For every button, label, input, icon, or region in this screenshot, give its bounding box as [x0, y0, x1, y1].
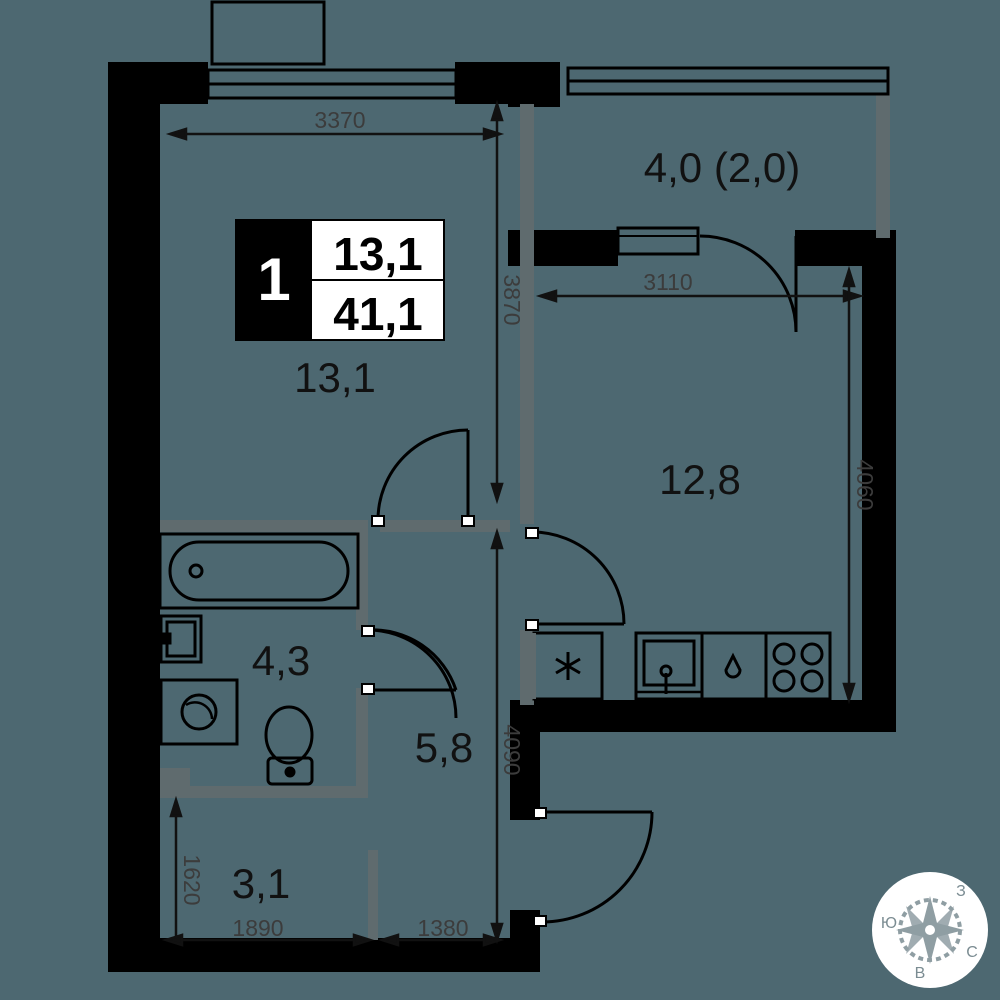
room-label-entry: 3,1 [232, 860, 290, 907]
toilet [264, 705, 314, 786]
compass-label-east: В [915, 965, 926, 982]
door-balcony [699, 234, 798, 333]
dim-top-3370: 3370 [314, 107, 365, 133]
window-living-room [206, 0, 458, 100]
bathtub [158, 532, 360, 610]
dim-bottom-1890: 1890 [232, 915, 283, 941]
compass-label-north: С [966, 944, 978, 961]
door-bathroom [361, 625, 458, 719]
badge-rooms-count: 1 [257, 246, 290, 313]
room-label-balcony: 4,0 (2,0) [644, 144, 800, 191]
summary-badge: 1 13,1 41,1 [235, 219, 445, 341]
dim-right-4060: 4060 [852, 459, 878, 510]
compass-rose: З С В Ю [872, 872, 988, 988]
compass-label-south: Ю [881, 915, 897, 932]
door-entry [533, 807, 654, 927]
compass-label-west: З [956, 883, 966, 900]
dim-right-3110: 3110 [643, 269, 692, 295]
droplet-icon [724, 652, 742, 679]
room-label-living-room: 13,1 [294, 354, 376, 401]
dim-bottom-1380: 1380 [417, 915, 468, 941]
dim-left-1620: 1620 [179, 854, 205, 905]
dimension-lines [161, 99, 865, 947]
badge-total-area: 41,1 [333, 288, 423, 340]
door-living-room [371, 428, 475, 527]
badge-living-area: 13,1 [333, 228, 423, 280]
fridge-side [526, 633, 536, 699]
outer-walls [108, 62, 896, 972]
dim-center-4090: 4090 [499, 724, 525, 775]
door-kitchen [525, 527, 626, 631]
window-kitchen [616, 226, 700, 256]
room-label-kitchen: 12,8 [659, 456, 741, 503]
room-label-hall: 5,8 [415, 724, 473, 771]
room-label-bathroom: 4,3 [252, 637, 310, 684]
dim-center-3870: 3870 [499, 274, 525, 325]
snowflake-icon [555, 652, 581, 680]
kitchen-sink [634, 631, 704, 701]
sink-bathroom [152, 614, 203, 664]
window-balcony [566, 66, 890, 96]
washing-machine [159, 678, 239, 746]
stove [764, 631, 832, 701]
